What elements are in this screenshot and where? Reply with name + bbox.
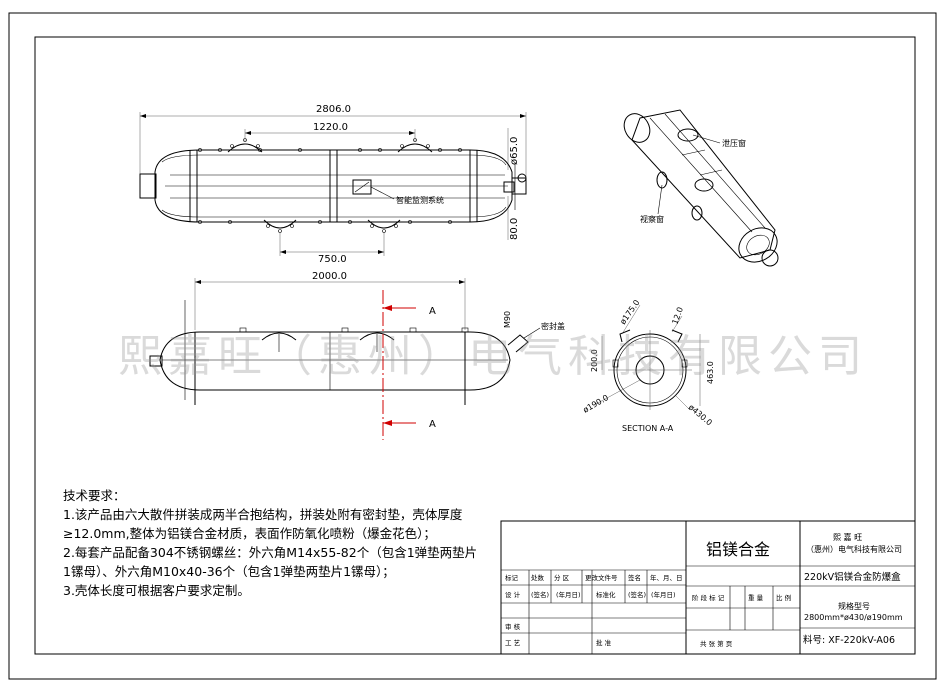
rev-head-1: 处数 <box>531 573 545 582</box>
section-mark-top: A <box>429 306 436 317</box>
dim-height-463: 463.0 <box>706 361 715 384</box>
rev-head-2: 分 区 <box>554 573 570 582</box>
stage-head-1: 重 量 <box>748 594 764 602</box>
dim-dia-190: ø190.0 <box>582 393 611 415</box>
company-name: 熙 嘉 旺 <box>833 532 862 542</box>
sheet-label: 共 张 第 页 <box>700 639 733 648</box>
design-cell-2: (年月日) <box>556 590 581 599</box>
design-cell-5: (年月日) <box>651 590 676 599</box>
check-label: 审 核 <box>505 622 521 631</box>
rev-head-5: 年、月、日 <box>650 573 683 582</box>
dim-side-offset: 80.0 <box>509 218 520 240</box>
seal-cap-label: 密封盖 <box>541 321 565 331</box>
part-number: 料号: XF-220kV-A06 <box>803 634 895 646</box>
watermark: 熙嘉旺（惠州）电气科技有限公司 <box>118 331 868 382</box>
front-view: 密封盖 M90 A A 2000.0 <box>149 271 565 440</box>
design-cell-4: (签名) <box>628 590 646 599</box>
outer-frame <box>8 12 937 680</box>
notes-heading: 技术要求： <box>63 488 126 503</box>
stage-head-2: 比 例 <box>776 593 791 602</box>
inner-frame <box>34 36 916 655</box>
technical-notes: 技术要求： 1.该产品由六大散件拼装成两半合抱结构，拼装处附有密封垫，壳体厚度≥… <box>63 486 483 600</box>
dim-offset-200: 200.0 <box>590 349 599 372</box>
design-cell-1: (签名) <box>531 590 549 599</box>
dim-front-length: 2000.0 <box>312 271 347 282</box>
view-window-label: 视察窗 <box>640 214 664 224</box>
dim-inner-span: 1220.0 <box>313 122 348 133</box>
note-item-1: 1.该产品由六大散件拼装成两半合抱结构，拼装处附有密封垫，壳体厚度≥12.0mm… <box>63 507 463 541</box>
approve-label: 批 准 <box>596 638 612 647</box>
note-item-3: 3.壳体长度可根据客户要求定制。 <box>63 583 250 598</box>
section-title: SECTION A-A <box>622 424 674 433</box>
top-view: 智能监测系统 2806.0 1220.0 750.0 ø65.0 80.0 <box>139 104 527 265</box>
material-name: 铝镁合金 <box>706 540 770 559</box>
isometric-view: 泄压窗 视察窗 <box>623 109 779 267</box>
stage-head-0: 阶 段 标 记 <box>692 593 725 602</box>
dim-seal-pipe: M90 <box>503 311 512 328</box>
spec-value: 2800mm*ø430/ø190mm <box>804 613 903 622</box>
design-cell-0: 设 计 <box>505 590 521 599</box>
design-cell-3: 标准化 <box>596 590 616 599</box>
rev-head-4: 签名 <box>628 573 641 582</box>
dim-dia-430: ø430.0 <box>687 403 714 428</box>
spec-label: 规格型号 <box>838 601 870 611</box>
process-label: 工 艺 <box>505 639 521 647</box>
title-block: 标记 处数 分 区 更改文件号 签名 年、月、日 设 计 (签名) (年月日) … <box>500 520 916 655</box>
note-item-2: 2.每套产品配备304不锈钢螺丝：外六角M14x55-82个（包含1弹垫两垫片1… <box>63 545 478 579</box>
pressure-window-label: 泄压窗 <box>722 138 746 148</box>
monitoring-label: 智能监测系统 <box>396 195 444 205</box>
dim-pipe-diameter: ø65.0 <box>509 137 520 165</box>
company-subname: （惠州）电气科技有限公司 <box>806 544 902 554</box>
rev-head-0: 标记 <box>505 573 519 582</box>
dim-overall-length: 2806.0 <box>316 104 351 115</box>
product-name: 220kV铝镁合金防爆盒 <box>804 571 901 583</box>
rev-head-3: 更改文件号 <box>585 573 618 582</box>
dim-bottom-span: 750.0 <box>318 254 347 265</box>
section-mark-bottom: A <box>429 419 436 430</box>
